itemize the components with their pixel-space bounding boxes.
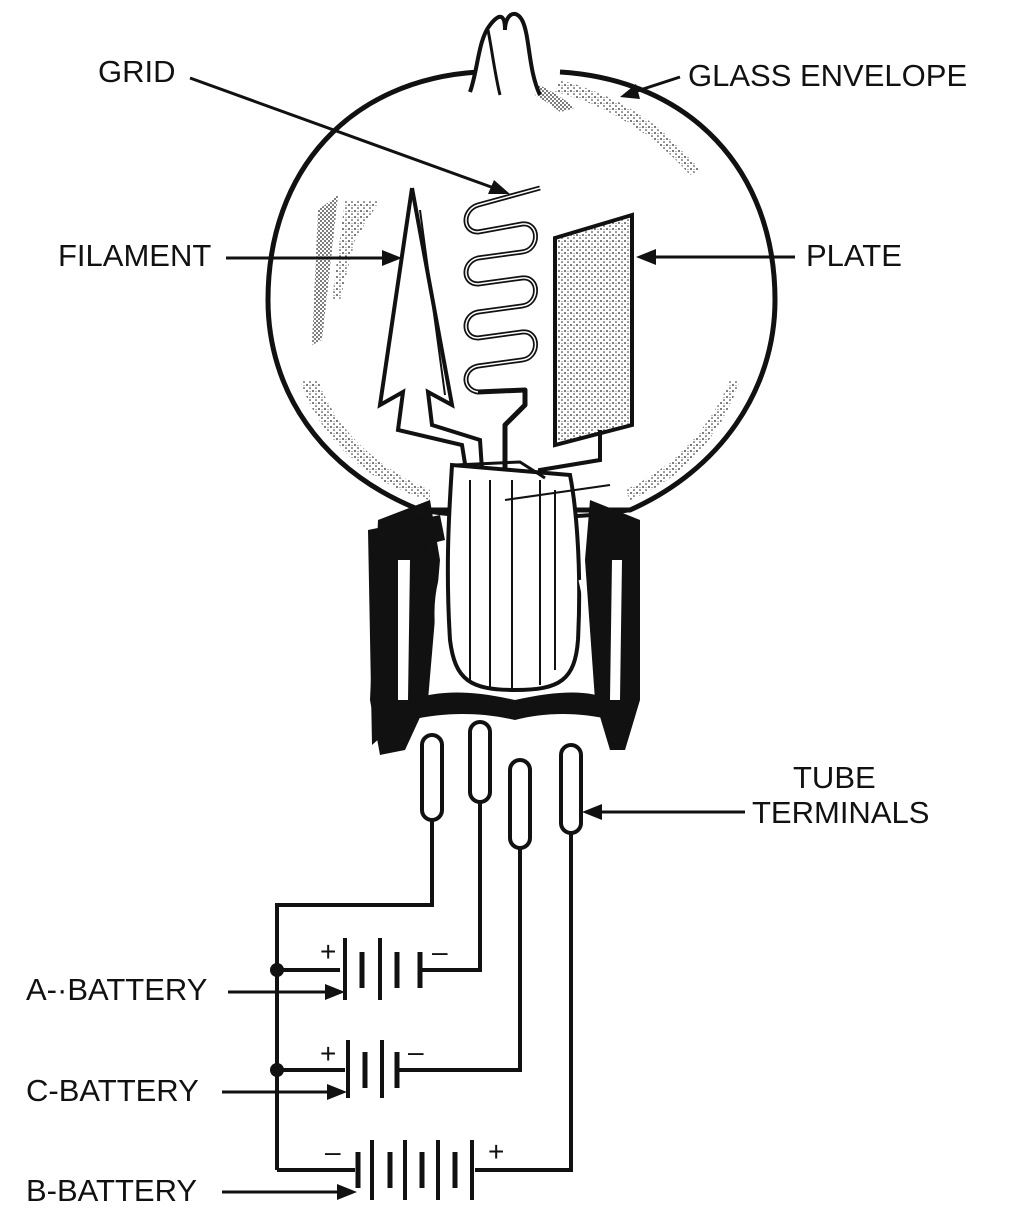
grid xyxy=(463,185,541,470)
glass-envelope-label: GLASS ENVELOPE xyxy=(688,58,968,93)
a-battery xyxy=(343,938,423,1000)
grid-leader-arrow xyxy=(189,76,506,194)
b-battery-label: B-BATTERY xyxy=(26,1173,198,1208)
tube-terminals-label-line2: TERMINALS xyxy=(752,795,930,830)
a-battery-minus-sign: – xyxy=(432,936,448,967)
tube-terminals-label-line1: TUBE xyxy=(793,760,876,795)
tube-base xyxy=(368,500,640,755)
grid-label: GRID xyxy=(98,54,176,89)
tube-stem xyxy=(445,460,611,693)
filament xyxy=(377,187,484,471)
c-battery-label: C-BATTERY xyxy=(26,1073,199,1108)
leader-arrows xyxy=(189,75,795,1194)
filament-label: FILAMENT xyxy=(58,238,212,273)
b-battery xyxy=(355,1140,474,1200)
bus-junctions xyxy=(270,963,284,1077)
arrowheads xyxy=(325,84,656,1200)
a-battery-plus-sign: + xyxy=(320,936,337,967)
a-battery-label: A-·BATTERY xyxy=(26,972,208,1007)
plate-label: PLATE xyxy=(806,238,902,273)
b-battery-plus-sign: + xyxy=(488,1136,505,1167)
c-battery xyxy=(346,1040,400,1098)
c-battery-plus-sign: + xyxy=(320,1038,337,1069)
b-battery-minus-sign: – xyxy=(325,1136,341,1167)
circuit-wires xyxy=(275,802,573,1172)
tube-terminals xyxy=(420,720,583,850)
c-battery-minus-sign: – xyxy=(408,1036,424,1067)
